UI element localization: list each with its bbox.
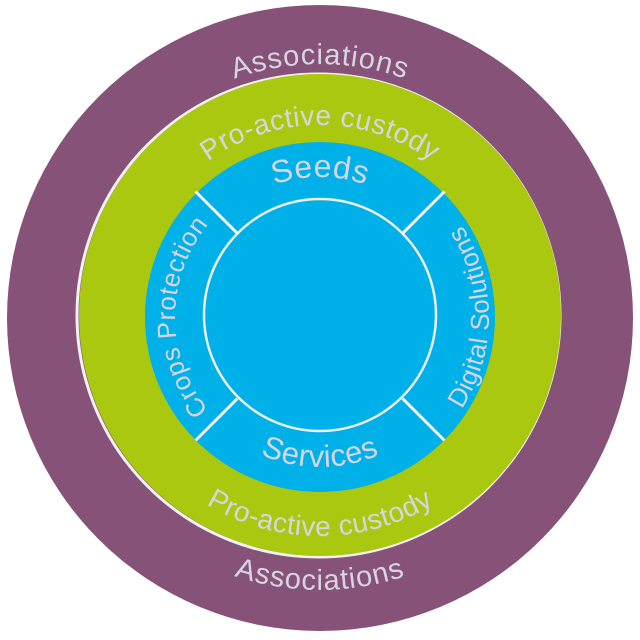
divider-bottom-left [194, 397, 239, 442]
divider-top-left [194, 190, 239, 235]
divider-top-right [401, 190, 446, 235]
core-circle-outline [202, 197, 438, 433]
segment-dividers [194, 190, 446, 442]
divider-bottom-right [401, 397, 446, 442]
